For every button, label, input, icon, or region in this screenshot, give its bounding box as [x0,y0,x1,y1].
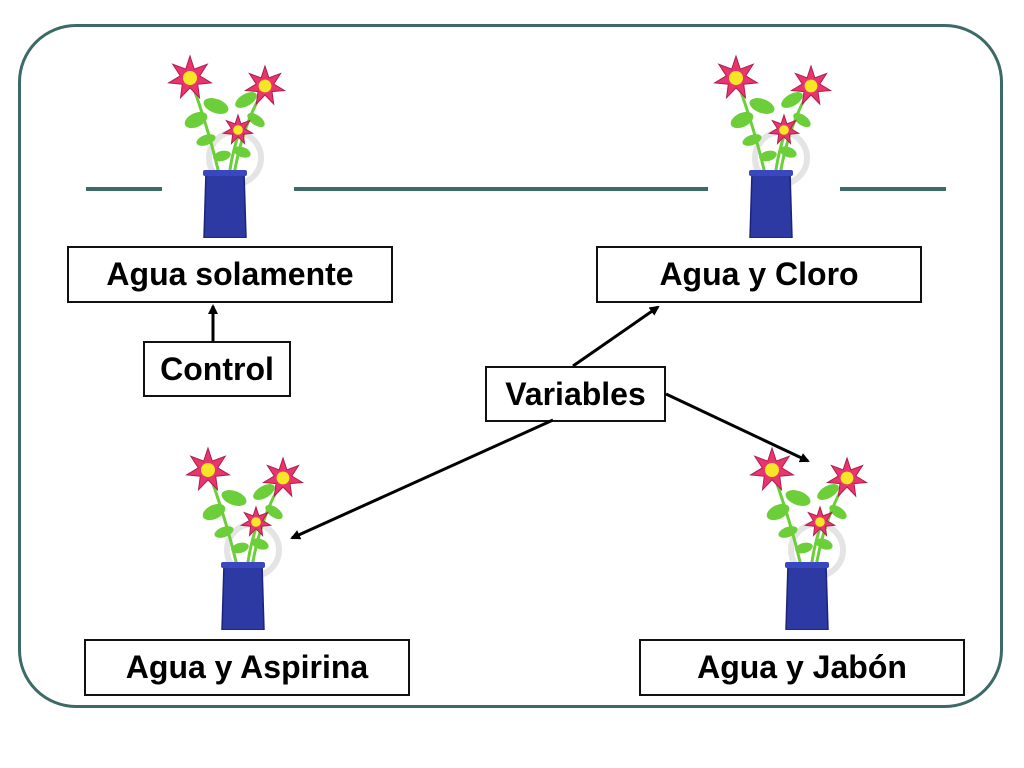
flower-vase-icon [185,446,305,630]
shelf-line-left [86,187,162,191]
diagram-frame [18,24,1003,708]
label-control: Control [143,341,291,397]
label-water-aspirin: Agua y Aspirina [84,639,410,696]
flower-vase-icon [713,54,833,238]
flower-vase-icon [749,446,869,630]
arrow-variables-to-chlorine [572,305,660,368]
label-water-soap: Agua y Jabón [639,639,965,696]
arrow-variables-to-soap [665,392,810,463]
shelf-line-right [840,187,946,191]
label-water-chlorine: Agua y Cloro [596,246,922,303]
shelf-line-middle [294,187,708,191]
label-water-only: Agua solamente [67,246,393,303]
arrow-variables-to-aspirin [290,418,554,540]
flower-vase-icon [167,54,287,238]
label-variables: Variables [485,366,666,422]
